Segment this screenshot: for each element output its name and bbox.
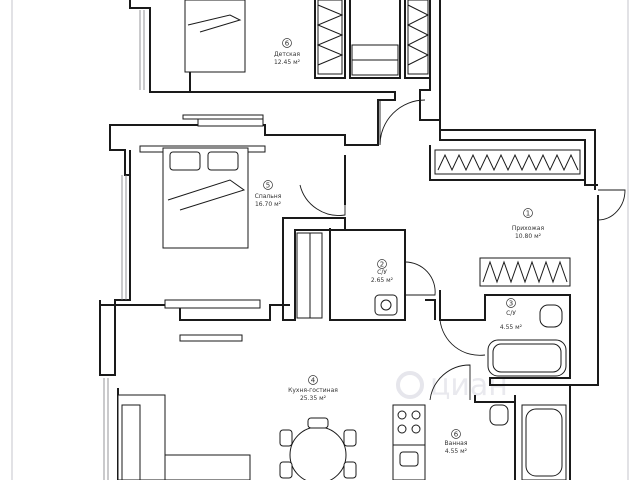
room-label-wc-2: 3 С/У 4.55 м² xyxy=(500,298,523,331)
walls xyxy=(99,0,599,480)
room-label-bathroom: 6 Ванная 4.55 м² xyxy=(445,429,468,455)
room-name: С/У xyxy=(506,310,516,317)
room-name: Детская xyxy=(274,51,300,58)
room-area: 25.35 м² xyxy=(300,395,327,402)
room-name: Прихожая xyxy=(512,225,545,232)
room-name: С/У xyxy=(377,269,387,276)
room-area: 10.80 м² xyxy=(515,233,542,240)
room-label-children: 6 Детская 12.45 м² xyxy=(274,38,301,66)
room-number: 4 xyxy=(311,377,316,385)
room-number: 6 xyxy=(285,40,290,48)
room-number: 2 xyxy=(380,261,384,269)
bed-bedroom xyxy=(162,147,249,249)
dining-table xyxy=(279,417,357,480)
room-label-wc: 2 С/У 2.65 м² xyxy=(371,259,394,284)
room-name: Спальня xyxy=(255,193,282,200)
room-label-hallway: 1 Прихожая 10.80 м² xyxy=(512,208,545,240)
room-label-kitchen-living: 4 Кухня-гостиная 25.35 м² xyxy=(288,375,338,402)
room-label-bedroom: 5 Спальня 16.70 м² xyxy=(255,180,282,208)
sofa xyxy=(117,394,251,480)
room-area: 4.55 м² xyxy=(500,324,523,331)
kitchen-fixtures xyxy=(392,404,426,480)
window-lines xyxy=(103,10,145,480)
bed-children-room xyxy=(184,0,246,73)
room-name: Кухня-гостиная xyxy=(288,387,338,394)
sanitary-fixtures xyxy=(374,294,567,480)
room-number: 6 xyxy=(454,431,459,439)
room-area: 4.55 м² xyxy=(445,448,468,455)
room-number: 3 xyxy=(509,300,513,308)
room-area: 16.70 м² xyxy=(255,201,282,208)
doors xyxy=(299,99,626,401)
room-number: 5 xyxy=(266,182,270,190)
room-name: Ванная xyxy=(445,440,468,447)
room-number: 1 xyxy=(526,210,530,218)
wardrobes xyxy=(296,0,581,319)
room-area: 2.65 м² xyxy=(371,277,394,284)
room-area: 12.45 м² xyxy=(274,59,301,66)
